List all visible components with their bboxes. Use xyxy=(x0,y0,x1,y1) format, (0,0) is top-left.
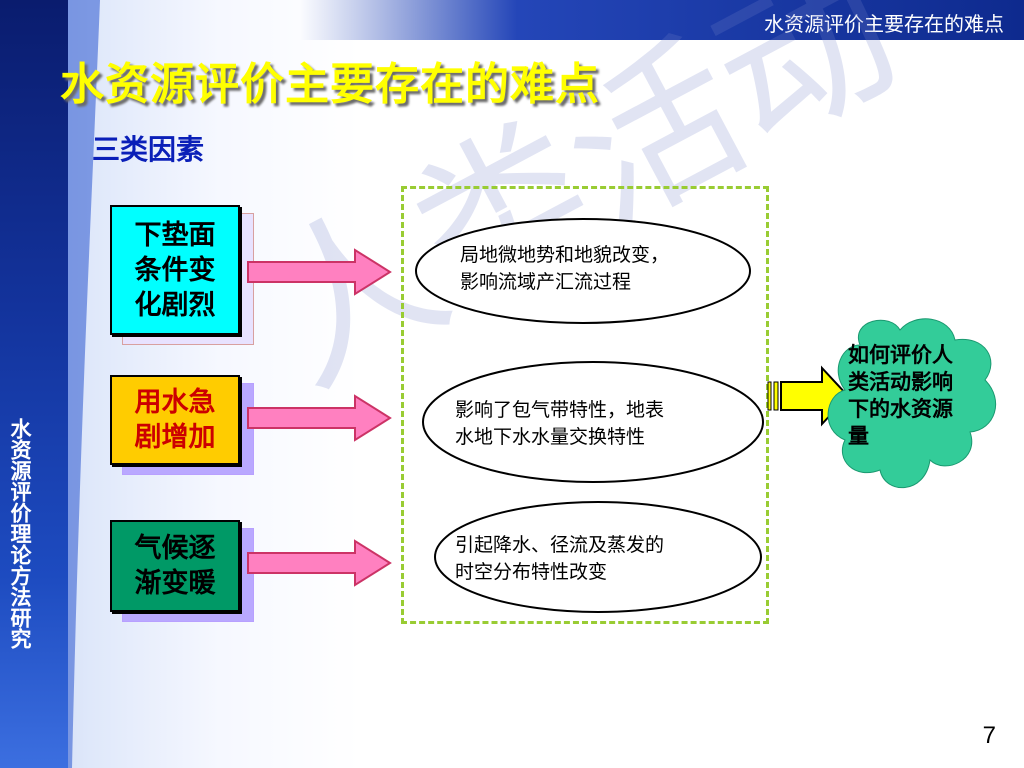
effect-text-3: 引起降水、径流及蒸发的 时空分布特性改变 xyxy=(455,532,755,586)
factor-line: 下垫面 xyxy=(134,219,216,251)
effect-text-2: 影响了包气带特性，地表 水地下水水量交换特性 xyxy=(455,397,755,451)
result-text: 如何评价人 类活动影响 下的水资源 量 xyxy=(848,342,990,450)
result-line: 量 xyxy=(848,424,869,448)
effect-line: 影响流域产汇流过程 xyxy=(460,271,632,293)
arrow-1 xyxy=(247,248,392,296)
effect-line: 水地下水水量交换特性 xyxy=(455,426,646,448)
page-number: 7 xyxy=(982,722,996,749)
result-arrow xyxy=(767,365,850,427)
page-title: 水资源评价主要存在的难点 xyxy=(60,59,600,110)
top-bar xyxy=(300,0,1024,40)
arrow-3 xyxy=(247,539,392,587)
factor-line: 渐变暖 xyxy=(134,568,216,599)
effect-line: 时空分布特性改变 xyxy=(455,561,608,583)
effect-line: 影响了包气带特性，地表 xyxy=(455,399,665,421)
factor-box-underlying-surface: 下垫面 条件变 化剧烈 xyxy=(110,205,240,335)
result-line: 类活动影响 xyxy=(848,370,953,394)
factor-box-climate-warming: 气候逐 渐变暖 xyxy=(110,520,240,612)
effect-line: 局地微地势和地貌改变， xyxy=(460,244,670,266)
factor-line: 气候逐 xyxy=(134,533,216,564)
left-band xyxy=(0,0,68,768)
factor-line: 用水急 xyxy=(134,387,216,418)
effect-text-1: 局地微地势和地貌改变， 影响流域产汇流过程 xyxy=(460,242,760,296)
result-line: 如何评价人 xyxy=(848,343,953,367)
header-title: 水资源评价主要存在的难点 xyxy=(764,12,1004,36)
factor-line: 条件变 xyxy=(134,254,216,286)
factor-line: 剧增加 xyxy=(134,422,216,453)
factor-line: 化剧烈 xyxy=(134,289,216,321)
arrow-2 xyxy=(247,394,392,442)
effect-line: 引起降水、径流及蒸发的 xyxy=(455,534,665,556)
factor-box-water-use: 用水急 剧增加 xyxy=(110,375,240,465)
subtitle: 三类因素 xyxy=(92,133,205,166)
result-line: 下的水资源 xyxy=(848,397,953,421)
side-title: 水资源评价理论方法研究 xyxy=(8,418,33,649)
